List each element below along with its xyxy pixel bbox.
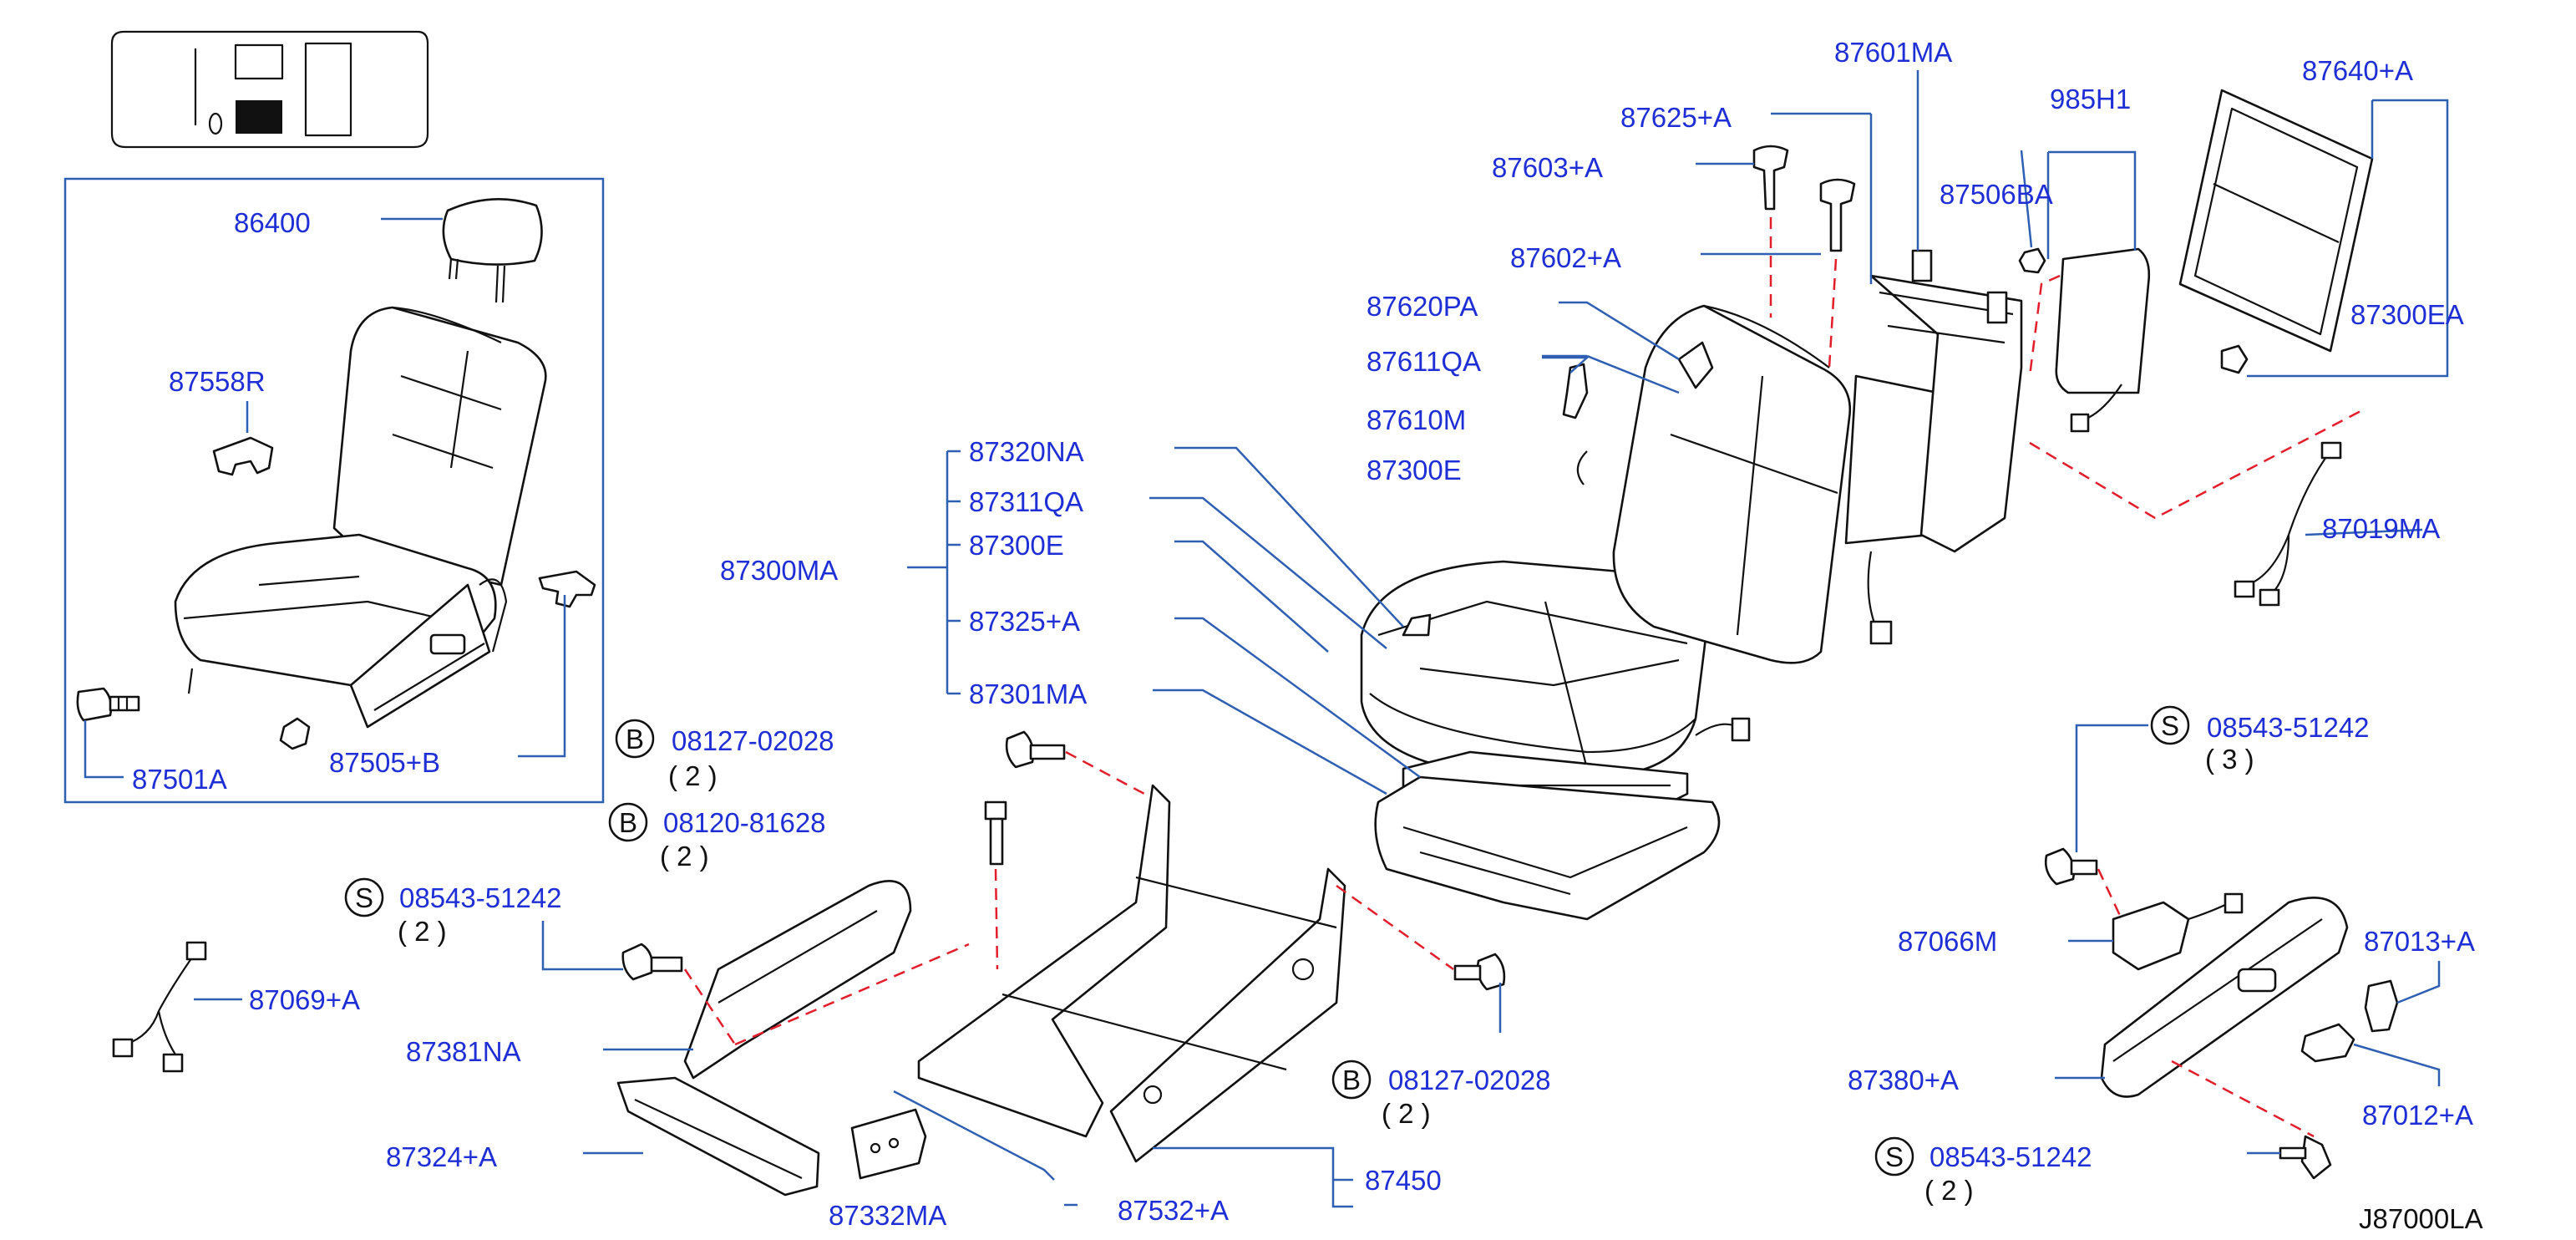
knob-87013a-drawing xyxy=(2364,979,2399,1033)
cover-87505b-drawing xyxy=(538,570,596,608)
seat-back-drawing xyxy=(1562,145,2023,664)
part-number-87601ma: 87601MA xyxy=(1834,37,1952,68)
bolt-08543-right-top-drawing xyxy=(2044,847,2098,886)
quantity-08543-51242-c: ( 2 ) xyxy=(1924,1175,1974,1206)
part-number-87066m: 87066M xyxy=(1898,926,1997,957)
clip-87558r-drawing xyxy=(212,436,274,476)
bolt-08543-left-drawing xyxy=(621,943,683,981)
knob-87012a-drawing xyxy=(2300,1023,2355,1063)
part-number-985h1: 985H1 xyxy=(2050,84,2131,114)
complete-seat-inset xyxy=(63,177,605,804)
part-number-87450: 87450 xyxy=(1365,1165,1442,1196)
seat-cushion-drawing xyxy=(1360,560,1751,921)
part-number-87012a: 87012+A xyxy=(2362,1100,2473,1131)
part-number-87300e-b: 87300E xyxy=(1367,455,1462,485)
quantity-08543-51242-b: ( 3 ) xyxy=(2205,744,2254,775)
prefix-s-1: S xyxy=(355,882,373,913)
diagram-reference: J87000LA xyxy=(2359,1203,2483,1234)
quantity-08127-02028-a: ( 2 ) xyxy=(668,760,718,791)
circled-letter-icon: S xyxy=(1874,1136,1914,1176)
part-number-87380a: 87380+A xyxy=(1848,1065,1959,1095)
harness-87019ma-drawing xyxy=(2234,441,2342,607)
part-number-87301ma: 87301MA xyxy=(969,678,1087,709)
part-number-86400: 86400 xyxy=(234,207,311,238)
part-number-87532a: 87532+A xyxy=(1118,1195,1229,1226)
headrest-drawing xyxy=(442,198,543,303)
side-cover-87381na-drawing xyxy=(683,880,912,1080)
part-number-87625a: 87625+A xyxy=(1620,102,1732,133)
part-number-87019ma: 87019MA xyxy=(2322,513,2440,544)
part-number-87602a: 87602+A xyxy=(1510,242,1621,273)
side-cover-87380a-drawing xyxy=(2100,896,2349,1098)
circled-letter-icon: S xyxy=(2150,705,2190,745)
back-panel-drawing xyxy=(2178,89,2374,374)
part-number-87611qa: 87611QA xyxy=(1367,346,1481,377)
prefix-b-2: B xyxy=(619,807,637,838)
airbag-module-drawing xyxy=(2018,247,2151,433)
circled-letter-icon: S xyxy=(344,877,384,917)
part-number-08543-51242-a: 08543-51242 xyxy=(399,882,562,913)
quantity-08120-81628: ( 2 ) xyxy=(660,841,709,872)
switch-bracket-87066m-drawing xyxy=(2112,892,2244,971)
seat-track-frame-drawing xyxy=(917,784,1346,1163)
part-number-08543-51242-c: 08543-51242 xyxy=(1929,1141,2092,1172)
part-number-87332ma: 87332MA xyxy=(829,1200,946,1231)
prefix-b-1: B xyxy=(626,724,644,755)
part-number-08127-02028-a: 08127-02028 xyxy=(672,725,834,756)
complete-seat-drawing xyxy=(174,306,547,750)
quantity-08127-02028-b: ( 2 ) xyxy=(1382,1098,1431,1129)
part-number-87558r: 87558R xyxy=(169,366,266,397)
prefix-b-3: B xyxy=(1342,1065,1361,1095)
quantities: ( 2 ) ( 2 ) ( 2 ) ( 2 ) ( 3 ) ( 2 ) xyxy=(398,744,2254,1206)
bolt-08127-top-drawing xyxy=(1005,730,1066,769)
circled-letter-icon: B xyxy=(1331,1060,1372,1100)
part-number-87501a: 87501A xyxy=(132,764,227,795)
screw-08543-bottom-drawing xyxy=(2279,1135,2332,1180)
part-number-87505b: 87505+B xyxy=(329,747,440,778)
circled-letter-icon: B xyxy=(615,719,655,759)
part-number-87300e-a: 87300E xyxy=(969,530,1064,561)
vehicle-locator-icon xyxy=(110,30,429,149)
part-number-08543-51242-b: 08543-51242 xyxy=(2207,712,2370,743)
part-number-87640a: 87640+A xyxy=(2302,55,2413,86)
part-number-87069a: 87069+A xyxy=(249,984,360,1015)
fastener-prefixes: B B S B S S xyxy=(344,705,2190,1176)
prefix-s-3: S xyxy=(1885,1141,1904,1172)
part-number-08127-02028-b: 08127-02028 xyxy=(1388,1065,1551,1095)
part-number-87311qa: 87311QA xyxy=(969,486,1083,517)
part-number-08120-81628: 08120-81628 xyxy=(663,807,826,838)
part-labels: 86400 87558R 87501A 87505+B 87300MA 8732… xyxy=(132,37,2475,1231)
lower-cover-87324a-drawing xyxy=(616,1076,820,1197)
part-number-87603a: 87603+A xyxy=(1492,152,1603,183)
part-number-87324a: 87324+A xyxy=(386,1141,497,1172)
leader-lines xyxy=(84,70,2449,1208)
part-number-87620pa: 87620PA xyxy=(1367,291,1478,322)
quantity-08543-51242-a: ( 2 ) xyxy=(398,916,447,947)
part-number-87300ea: 87300EA xyxy=(2350,299,2464,330)
bolt-87501a-drawing xyxy=(76,687,140,722)
harness-87069a-drawing xyxy=(112,941,207,1073)
part-number-87506ba: 87506BA xyxy=(1940,179,2053,210)
bolt-08120-drawing xyxy=(984,800,1007,866)
part-number-87325a: 87325+A xyxy=(969,606,1080,637)
prefix-s-2: S xyxy=(2161,710,2179,741)
dashed-links xyxy=(683,217,2365,1138)
circled-letter-icon: B xyxy=(608,802,648,842)
part-number-87610m: 87610M xyxy=(1367,404,1466,435)
part-number-87300ma: 87300MA xyxy=(720,555,838,586)
part-number-87013a: 87013+A xyxy=(2364,926,2475,957)
part-number-87381na: 87381NA xyxy=(406,1036,521,1067)
part-number-87320na: 87320NA xyxy=(969,436,1084,467)
bolt-08127-right-drawing xyxy=(1453,953,1506,991)
